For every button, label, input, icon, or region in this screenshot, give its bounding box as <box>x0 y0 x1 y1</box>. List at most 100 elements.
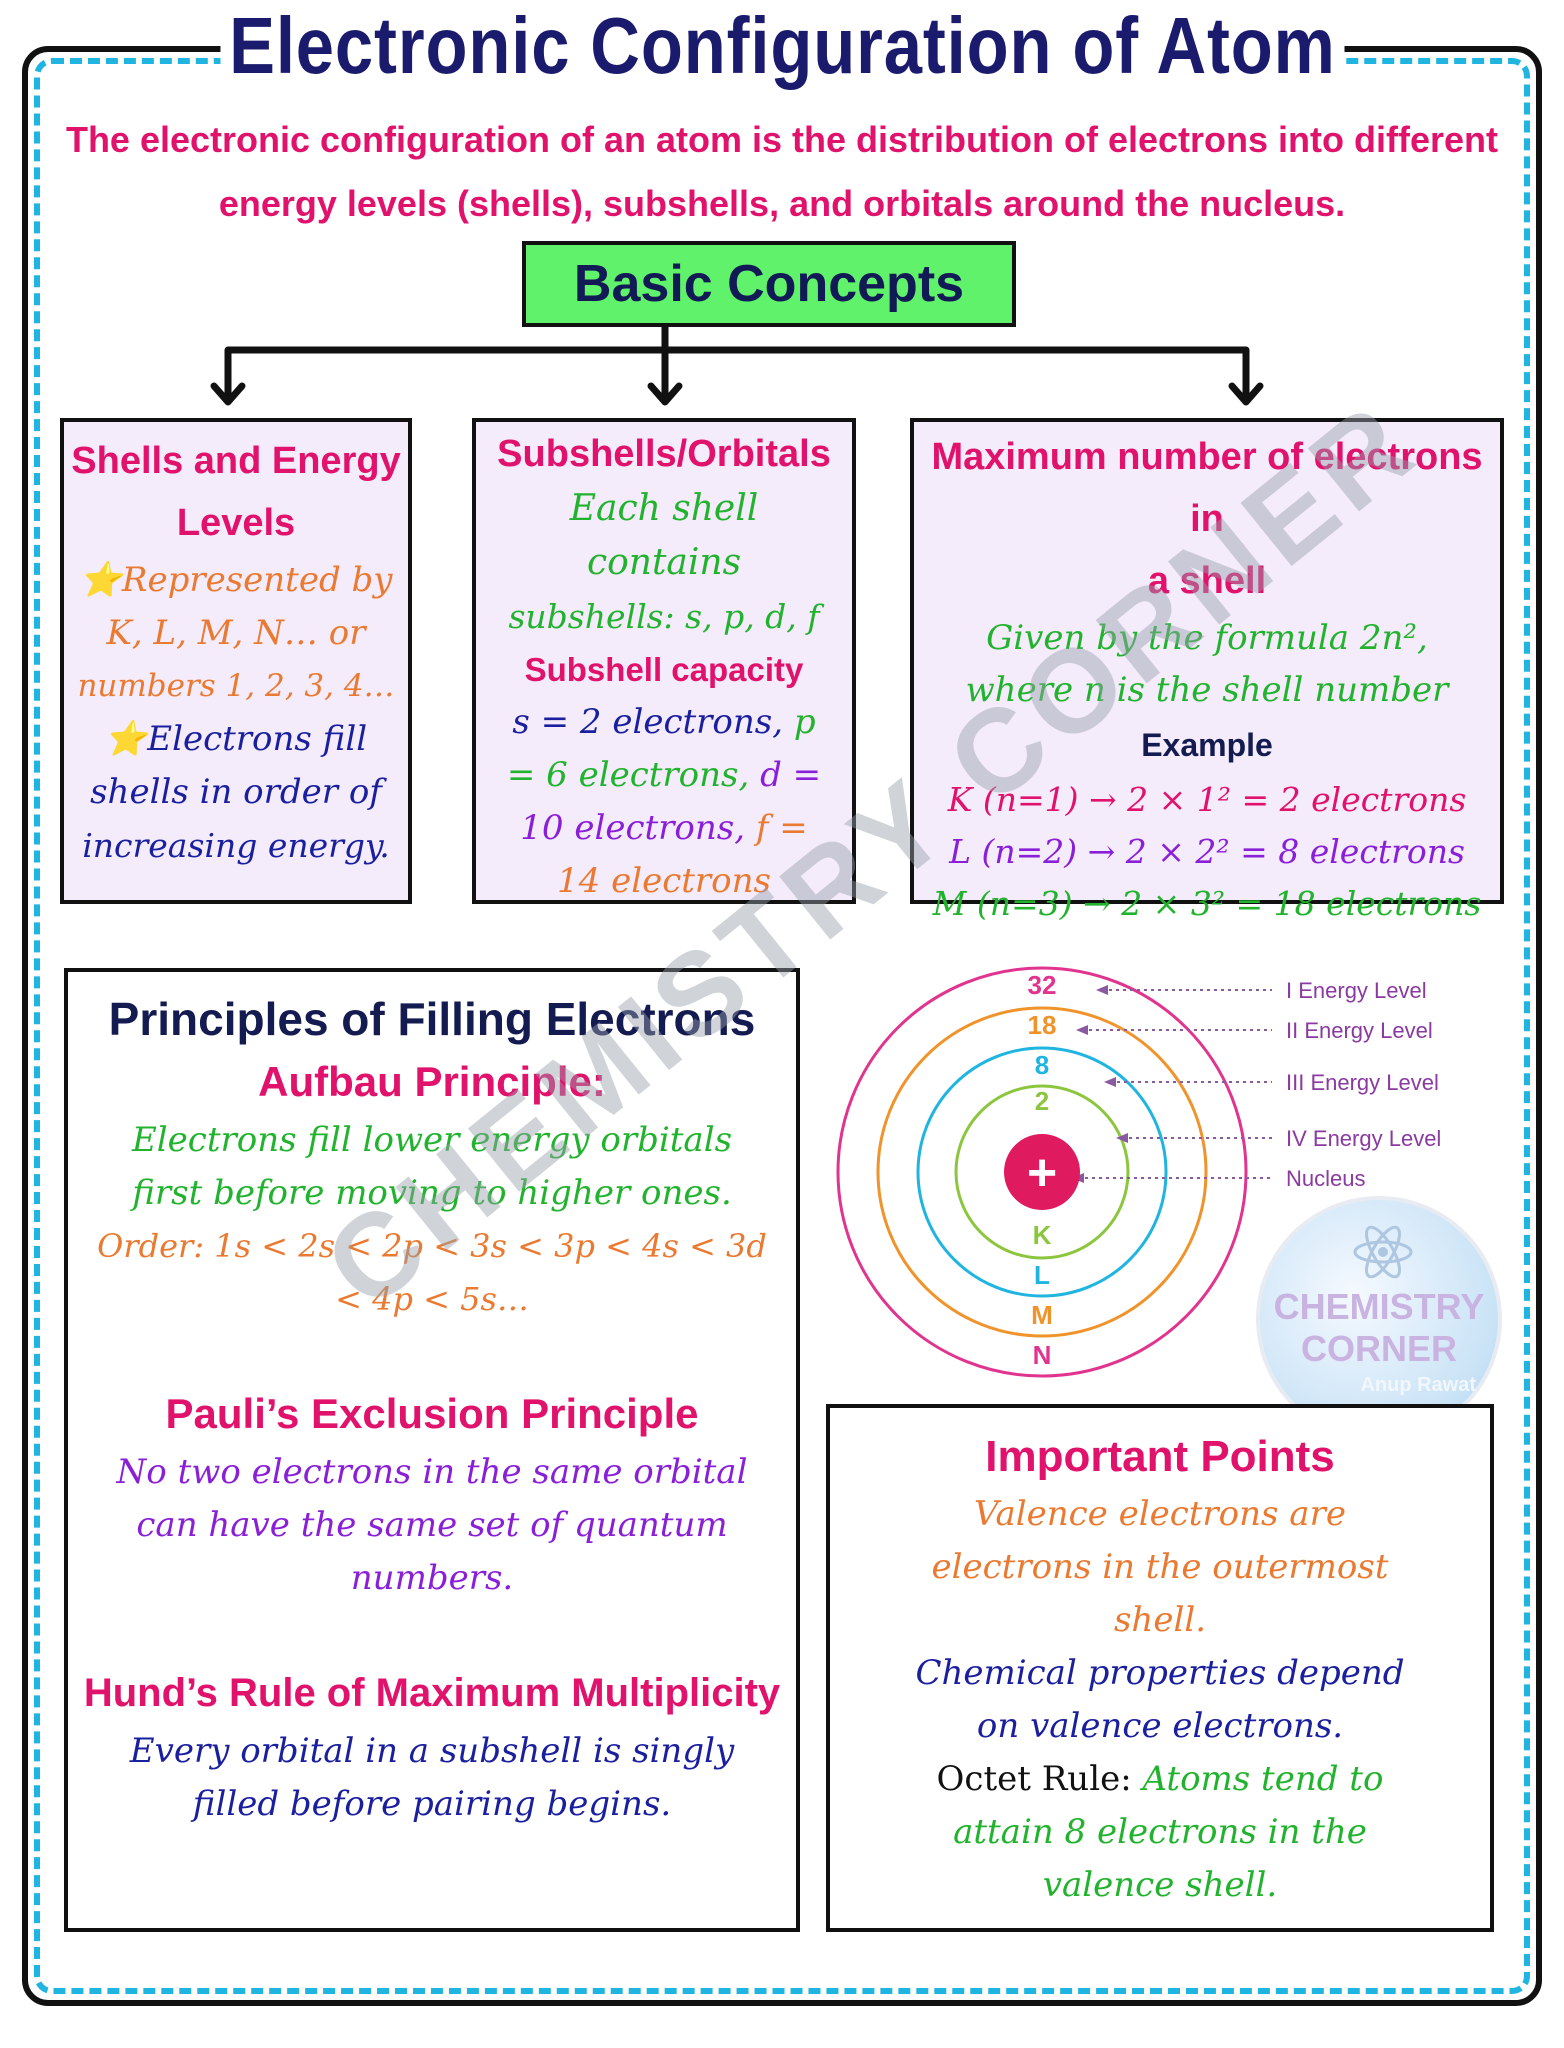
capacity-s: s = 2 electrons, <box>512 702 784 742</box>
shells-point-line: K, L, M, N… or <box>106 613 366 653</box>
subshells-text-line: subshells: s, p, d, f <box>508 597 820 636</box>
basic-concepts-box: Basic Concepts <box>522 241 1016 327</box>
aufbau-heading: Aufbau Principle: <box>258 1058 606 1105</box>
shell-n: N <box>1033 1340 1052 1370</box>
maximum-formula: Given by the formula 2n², where n is the… <box>914 612 1500 716</box>
ring-k <box>954 1084 1130 1260</box>
capacity-2: 2 <box>1035 1086 1049 1116</box>
connector-arrows <box>210 323 1264 406</box>
principles-heading: Principles of Filling Electrons <box>108 993 756 1045</box>
capacity-18: 18 <box>1028 1010 1057 1040</box>
label-level-4: IV Energy Level <box>1286 1126 1441 1151</box>
valence-line: Valence electrons are <box>974 1494 1346 1534</box>
example-k: K (n=1) → 2 × 1² = 2 electrons <box>947 780 1467 819</box>
pauli-line: numbers. <box>350 1558 514 1598</box>
hund-text: Every orbital in a subshell is singly fi… <box>68 1725 796 1831</box>
octet-line: valence shell. <box>1042 1865 1278 1905</box>
ring-l <box>916 1046 1168 1298</box>
hund-line: Every orbital in a subshell is singly <box>129 1731 735 1771</box>
ring-n <box>836 966 1248 1378</box>
pauli-heading: Pauli’s Exclusion Principle <box>165 1390 699 1437</box>
capacity-p-label: p <box>793 702 816 742</box>
label-level-2: II Energy Level <box>1286 1018 1433 1043</box>
subshells-text-line: contains <box>586 542 742 583</box>
logo-author: Anup Rawat <box>1360 1374 1476 1396</box>
shells-point-line: Represented by <box>121 560 393 600</box>
hund-line: filled before pairing begins. <box>192 1784 672 1824</box>
page-title: Electronic Configuration of Atom <box>220 0 1344 92</box>
logo-line-1: CHEMISTRY <box>1273 1286 1485 1327</box>
maximum-electrons-box: Maximum number of electrons in a shell G… <box>910 418 1504 923</box>
atom-diagram: + 32 18 8 2 K L M N I Energy Level II En… <box>836 966 1441 1378</box>
shell-k: K <box>1033 1220 1052 1250</box>
principles-box: Principles of Filling Electrons Aufbau P… <box>64 968 800 1932</box>
maximum-formula-line: where n is the shell number <box>965 670 1449 710</box>
star-icon: ⭐ <box>79 560 122 600</box>
nucleus-symbol: + <box>1027 1144 1057 1202</box>
capacity-f-label: f = <box>755 808 808 848</box>
subshell-capacity-text: s = 2 electrons, p = 6 electrons, d = 10… <box>476 696 852 908</box>
intro-text: The electronic configuration of an atom … <box>60 108 1504 236</box>
shells-point-line: Electrons fill <box>147 719 368 759</box>
important-points-box: Important Points Valence electrons are e… <box>826 1404 1494 1932</box>
label-level-1: I Energy Level <box>1286 978 1427 1003</box>
pauli-line: No two electrons in the same orbital <box>116 1452 748 1492</box>
shells-box: Shells and Energy Levels ⭐Represented by… <box>60 418 412 904</box>
ring-m <box>876 1006 1208 1338</box>
valence-line: electrons in the outermost <box>931 1547 1389 1587</box>
capacity-p: = 6 electrons, <box>506 755 750 795</box>
maximum-heading: Maximum number of electrons in a shell <box>914 426 1500 612</box>
shell-l: L <box>1034 1260 1050 1290</box>
subshell-capacity-heading: Subshell capacity <box>524 651 804 688</box>
aufbau-line: first before moving to higher ones. <box>132 1173 732 1213</box>
shells-heading: Shells and Energy Levels <box>64 430 408 554</box>
capacity-8: 8 <box>1035 1050 1049 1080</box>
shell-m: M <box>1031 1300 1053 1330</box>
chemical-line: on valence electrons. <box>976 1706 1344 1746</box>
octet-line: attain 8 electrons in the <box>953 1812 1367 1852</box>
shells-point-line: increasing energy. <box>82 826 390 865</box>
example-list: K (n=1) → 2 × 1² = 2 electrons L (n=2) →… <box>914 774 1500 930</box>
label-level-3: III Energy Level <box>1286 1070 1439 1095</box>
capacity-f: 14 electrons <box>557 861 771 901</box>
shells-point-line: numbers 1, 2, 3, 4… <box>77 668 395 704</box>
order-line: < 4p < 5s… <box>335 1280 529 1318</box>
subshells-heading: Subshells/Orbitals <box>497 433 831 475</box>
nucleus-icon <box>1004 1134 1080 1210</box>
subshells-box: Subshells/Orbitals Each shell contains s… <box>472 418 856 904</box>
octet-line: Atoms tend to <box>1142 1759 1384 1799</box>
title-wrap: Electronic Configuration of Atom <box>0 0 1564 92</box>
valence-text: Valence electrons are electrons in the o… <box>830 1488 1490 1647</box>
chemical-text: Chemical properties depend on valence el… <box>830 1647 1490 1753</box>
shells-point-1: ⭐Represented by K, L, M, N… or numbers 1… <box>64 554 408 713</box>
subshells-text-line: Each shell <box>569 488 759 529</box>
example-l: L (n=2) → 2 × 2² = 8 electrons <box>949 832 1465 871</box>
logo-line-2: CORNER <box>1300 1328 1457 1369</box>
capacity-d: 10 electrons, <box>520 808 746 848</box>
chemical-line: Chemical properties depend <box>915 1653 1405 1693</box>
shells-point-line: shells in order of <box>90 772 382 812</box>
shells-heading-line: Levels <box>176 502 296 544</box>
order-line: Order: 1s < 2s < 2p < 3s < 3p < 4s < 3d <box>97 1227 767 1265</box>
aufbau-text: Electrons fill lower energy orbitals fir… <box>68 1114 796 1220</box>
chemistry-corner-logo: CHEMISTRY CORNER Anup Rawat <box>1256 1196 1502 1442</box>
pauli-text: No two electrons in the same orbital can… <box>68 1446 796 1605</box>
example-label: Example <box>1141 727 1273 763</box>
maximum-formula-line: Given by the formula 2n², <box>986 618 1428 658</box>
example-m: M (n=3) → 2 × 3² = 18 electrons <box>932 884 1482 923</box>
label-nucleus: Nucleus <box>1286 1166 1365 1191</box>
important-heading: Important Points <box>985 1432 1335 1481</box>
capacity-d-label: d = <box>760 755 822 795</box>
star-icon: ⭐ <box>104 719 148 759</box>
atom-icon <box>1353 1225 1413 1279</box>
shells-heading-line: Shells and Energy <box>71 440 401 482</box>
hund-heading: Hund’s Rule of Maximum Multiplicity <box>83 1671 781 1715</box>
maximum-heading-line: a shell <box>1147 560 1267 602</box>
intro-line: energy levels (shells), subshells, and o… <box>218 183 1346 224</box>
pauli-line: can have the same set of quantum <box>136 1505 728 1545</box>
maximum-heading-line: Maximum number of electrons in <box>931 436 1483 540</box>
valence-line: shell. <box>1113 1600 1207 1640</box>
aufbau-line: Electrons fill lower energy orbitals <box>131 1120 733 1160</box>
capacity-32: 32 <box>1028 970 1057 1000</box>
octet-text: Octet Rule: Atoms tend to attain 8 elect… <box>830 1753 1490 1912</box>
